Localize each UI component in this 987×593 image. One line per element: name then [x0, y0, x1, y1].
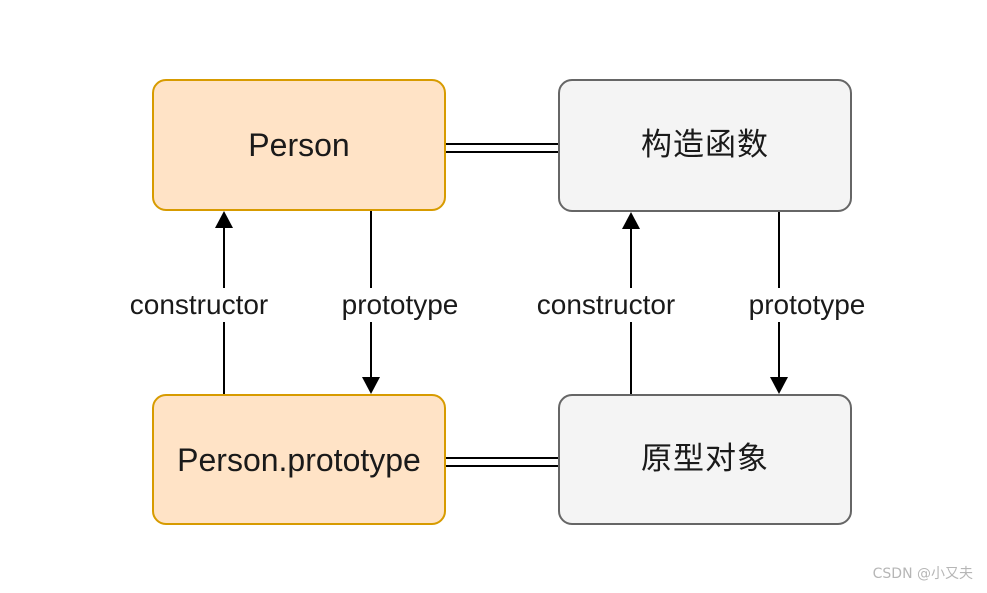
edge-label-right-constructor: constructor [532, 288, 680, 322]
edge-line-bottom-association-upper [446, 457, 559, 459]
node-constructor-function-label: 构造函数 [641, 127, 769, 163]
arrow-head-right-prototype [770, 377, 788, 394]
node-person-label: Person [248, 127, 350, 163]
edge-label-left-constructor: constructor [125, 288, 273, 322]
watermark: CSDN @小又夫 [872, 566, 973, 582]
node-person-prototype[interactable]: Person.prototype [152, 394, 446, 525]
edge-label-right-prototype: prototype [744, 288, 870, 322]
node-person[interactable]: Person [152, 79, 446, 211]
node-person-prototype-label: Person.prototype [177, 441, 421, 478]
node-prototype-object-label: 原型对象 [641, 441, 769, 477]
edge-label-left-prototype: prototype [337, 288, 463, 322]
edge-line-top-association-lower [446, 151, 559, 153]
arrow-head-right-constructor [622, 212, 640, 229]
edge-line-top-association-upper [446, 143, 559, 145]
arrow-head-left-constructor [215, 211, 233, 228]
node-constructor-function[interactable]: 构造函数 [558, 79, 852, 212]
node-prototype-object[interactable]: 原型对象 [558, 394, 852, 525]
edge-line-bottom-association-lower [446, 465, 559, 467]
arrow-head-left-prototype [362, 377, 380, 394]
